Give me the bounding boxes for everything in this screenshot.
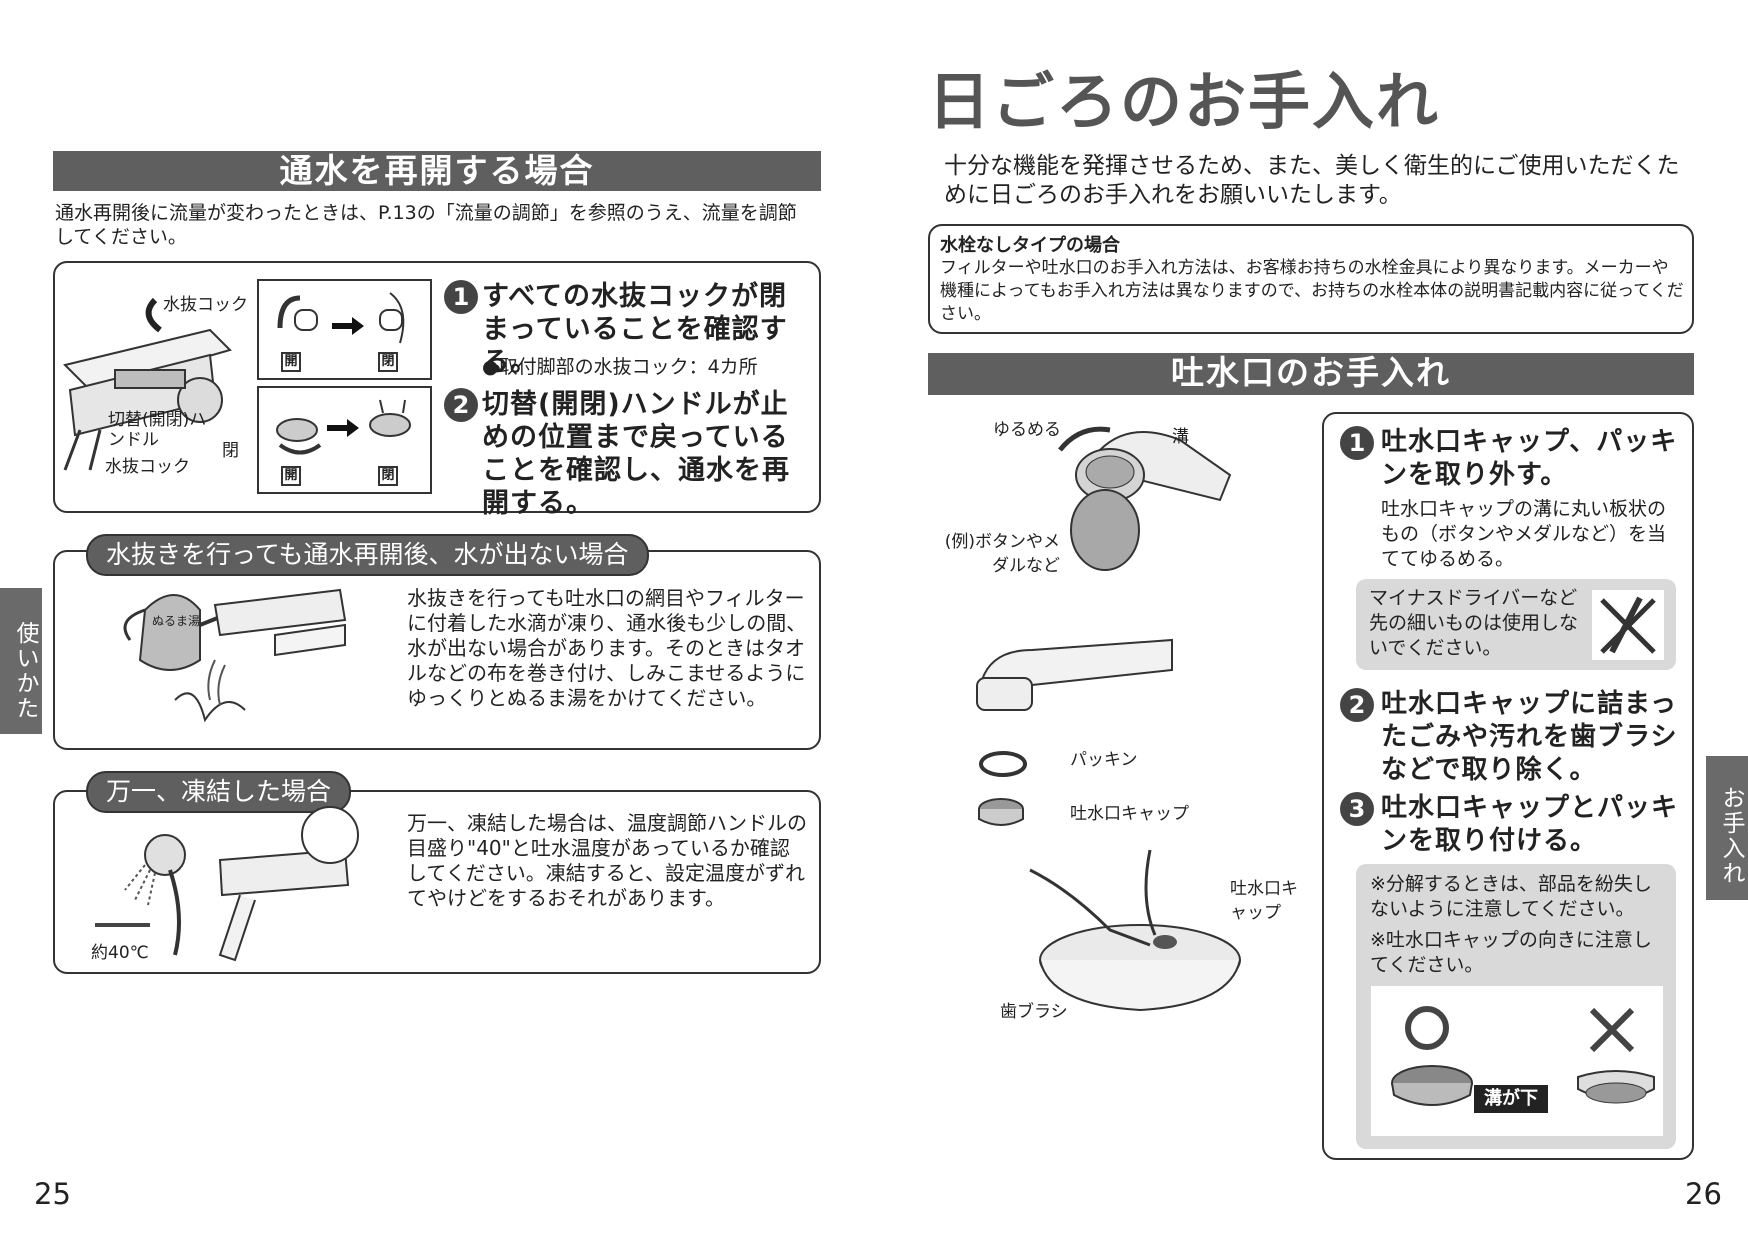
- label-example: (例)ボタンやメダルなど: [944, 532, 1060, 576]
- handle-rotate-icon: [276, 399, 411, 455]
- spout-step-1-note: 吐水口キャップの溝に丸い板状のもの（ボタンやメダルなど）を当ててゆるめる。: [1381, 498, 1667, 570]
- label-packing: パッキン: [1070, 750, 1138, 770]
- resume-step-1: すべての水抜コックが閉まっていることを確認する。: [482, 281, 788, 378]
- label-drain-cock-bottom: 水抜コック: [105, 457, 190, 477]
- label-groove: 溝: [1172, 427, 1189, 447]
- label-toothbrush: 歯ブラシ: [1000, 1002, 1068, 1022]
- wrong-cross-icon: [1589, 1007, 1635, 1053]
- spout-loosen-illustration: [1058, 426, 1232, 571]
- side-tab-usage: 使いかた: [0, 588, 42, 734]
- step-3-marker-right: 3: [1340, 792, 1374, 826]
- warning-text: マイナスドライバーなど先の細いものは使用しないでください。: [1369, 587, 1579, 659]
- kettle-faucet-illustration: [123, 588, 347, 723]
- step-2-marker-right: 2: [1340, 688, 1374, 722]
- correct-circle-icon: [1405, 1006, 1449, 1050]
- section-title-no-water: 水抜きを行っても通水再開後、水が出ない場合: [86, 534, 649, 576]
- temperature-label: 約40℃: [91, 943, 149, 963]
- cock-open-icon: [277, 292, 405, 344]
- label-closed-side: 閉: [222, 441, 239, 461]
- care-intro: 十分な機能を発揮させるため、また、美しく衛生的にご使用いただくために日ごろのお手…: [944, 153, 1680, 208]
- section-title-frozen: 万一、凍結した場合: [86, 771, 352, 813]
- spout-step-3: 吐水口キャップとパッキンを取り付ける。: [1381, 793, 1679, 856]
- no-water-body: 水抜きを行っても吐水口の網目やフィルターに付着した水滴が凍り、通水後も少しの間、…: [407, 586, 807, 710]
- spout-step-1: 吐水口キャップ、パッキンを取り外す。: [1381, 427, 1678, 490]
- side-tab-care: お手入れ: [1706, 756, 1748, 900]
- cap-wrong-orientation-icon: [1577, 1070, 1655, 1104]
- notice-body: フィルターや吐水口のお手入れ方法は、お客様お持ちの水栓金具により異なります。メー…: [940, 258, 1684, 324]
- no-faucet-notice-box: [928, 224, 1694, 334]
- cap-groove-down-icon: [1391, 1065, 1473, 1106]
- note-1: ※分解するときは、部品を紛失しないように注意してください。: [1370, 873, 1652, 920]
- faucet-drain-illustration: [63, 297, 232, 471]
- note-2: ※吐水口キャップの向きに注意してください。: [1370, 929, 1652, 976]
- section-title-resume-water: 通水を再開する場合: [53, 151, 821, 191]
- step-2-marker: 2: [444, 388, 478, 422]
- packing-icon: [979, 751, 1027, 777]
- open-badge-2: 開: [281, 466, 301, 486]
- label-loosen: ゆるめる: [993, 420, 1061, 440]
- handle-open-close-panel: [257, 386, 432, 494]
- label-switch-handle: 切替(開閉)ハンドル: [108, 410, 207, 450]
- label-spout-cap-2: 吐水口キャップ: [1230, 879, 1298, 923]
- kettle-label: ぬるま湯: [152, 614, 201, 628]
- page-title-care: 日ごろのお手入れ: [928, 65, 1441, 138]
- spout-side-illustration: [976, 638, 1173, 711]
- resume-step-2: 切替(開閉)ハンドルが止めの位置まで戻っていることを確認し、通水を再開する。: [482, 389, 790, 519]
- close-badge-2: 閉: [378, 466, 398, 486]
- label-spout-cap: 吐水口キャップ: [1070, 804, 1189, 824]
- section-title-spout-care: 吐水口のお手入れ: [928, 353, 1694, 395]
- open-badge-1: 開: [281, 352, 301, 372]
- spout-cap-icon: [978, 798, 1024, 826]
- step-1-marker: 1: [444, 280, 478, 314]
- toothbrush-cleaning-illustration: [1029, 849, 1241, 1012]
- resume-step-1-note: ●取付脚部の水抜コック：4カ所: [482, 356, 758, 378]
- spout-step-2: 吐水口キャップに詰まったごみや汚れを歯ブラシなどで取り除く。: [1381, 689, 1678, 785]
- page-number-left: 25: [34, 1177, 71, 1211]
- frozen-box: [53, 790, 821, 974]
- shower-faucet-illustration: [95, 806, 359, 962]
- step-1-marker-right: 1: [1340, 426, 1374, 460]
- label-drain-cock-top: 水抜コック: [163, 295, 248, 315]
- resume-intro: 通水再開後に流量が変わったときは、P.13の「流量の調節」を参照のうえ、流量を調…: [55, 202, 797, 248]
- close-badge-1: 閉: [378, 352, 398, 372]
- page-number-right: 26: [1685, 1177, 1722, 1211]
- frozen-body: 万一、凍結した場合は、温度調節ハンドルの目盛り"40"と吐水温度があっているか確…: [407, 811, 807, 910]
- groove-down-badge: 溝が下: [1474, 1085, 1548, 1113]
- no-screwdriver-icon: [1592, 590, 1664, 660]
- notice-heading: 水栓なしタイプの場合: [940, 235, 1120, 256]
